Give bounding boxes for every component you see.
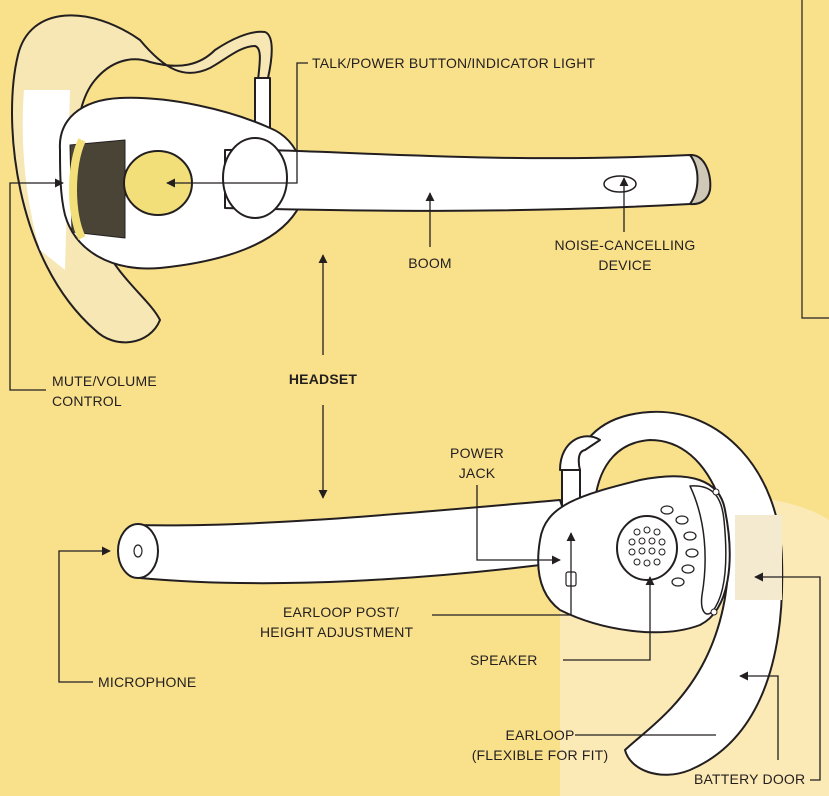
label-earloop-post-line1: EARLOOP POST/: [283, 603, 399, 621]
label-headset: HEADSET: [273, 370, 373, 388]
microphone-leader: [59, 551, 110, 682]
label-earloop-line1: EARLOOP: [455, 726, 625, 744]
frame-line: [802, 0, 829, 318]
label-earloop-line2: (FLEXIBLE FOR FIT): [455, 746, 625, 764]
label-battery-door: BATTERY DOOR: [694, 770, 805, 788]
battery-screw-bottom: [711, 609, 717, 615]
noise-cancelling-device: [604, 176, 636, 192]
microphone-hole: [134, 545, 142, 557]
earloop-bottom-band: [735, 515, 782, 600]
label-noise-line2: DEVICE: [540, 256, 710, 274]
label-power-jack-line1: POWER: [432, 444, 522, 462]
boom-collar-top: [223, 138, 287, 218]
boom-bottom: [135, 500, 580, 583]
label-boom: BOOM: [395, 254, 465, 272]
label-power-jack-line2: JACK: [432, 464, 522, 482]
speaker: [617, 516, 677, 580]
label-mute-line2: CONTROL: [52, 392, 122, 410]
battery-screw-top: [713, 489, 719, 495]
label-earloop-post-line2: HEIGHT ADJUSTMENT: [260, 623, 413, 641]
label-talk-power: TALK/POWER BUTTON/INDICATOR LIGHT: [312, 54, 595, 72]
label-mute-line1: MUTE/VOLUME: [52, 372, 157, 390]
label-noise-line1: NOISE-CANCELLING: [540, 236, 710, 254]
label-speaker: SPEAKER: [470, 651, 538, 669]
label-microphone: MICROPHONE: [98, 673, 196, 691]
